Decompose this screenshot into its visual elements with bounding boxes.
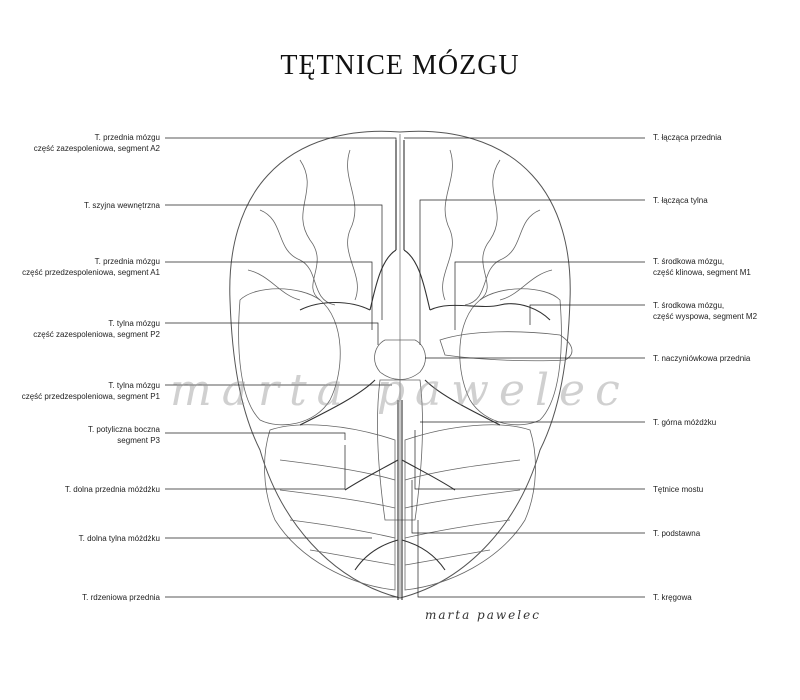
label-left: T. szyjna wewnętrzna bbox=[83, 201, 160, 210]
label-right: T. kręgowa bbox=[653, 593, 692, 602]
label-right: T. środkowa mózgu,część wyspowa, segment… bbox=[653, 301, 758, 321]
label-right: T. łącząca przednia bbox=[653, 133, 722, 142]
label-left: T. rdzeniowa przednia bbox=[82, 593, 160, 602]
label-right: T. naczyniówkowa przednia bbox=[653, 354, 751, 363]
signature: marta pawelec bbox=[425, 608, 541, 622]
label-right: T. podstawna bbox=[653, 529, 701, 538]
label-right: T. łącząca tylna bbox=[653, 196, 708, 205]
label-left: T. dolna tylna móżdżku bbox=[78, 534, 160, 543]
label-left: T. dolna przednia móżdżku bbox=[64, 485, 160, 494]
watermark: marta pawelec bbox=[170, 365, 630, 416]
label-right: Tętnice mostu bbox=[653, 485, 704, 494]
page-title: TĘTNICE MÓZGU bbox=[280, 50, 520, 81]
label-right: T. górna móżdżku bbox=[653, 418, 717, 427]
label-right: T. środkowa mózgu,część klinowa, segment… bbox=[653, 257, 751, 277]
